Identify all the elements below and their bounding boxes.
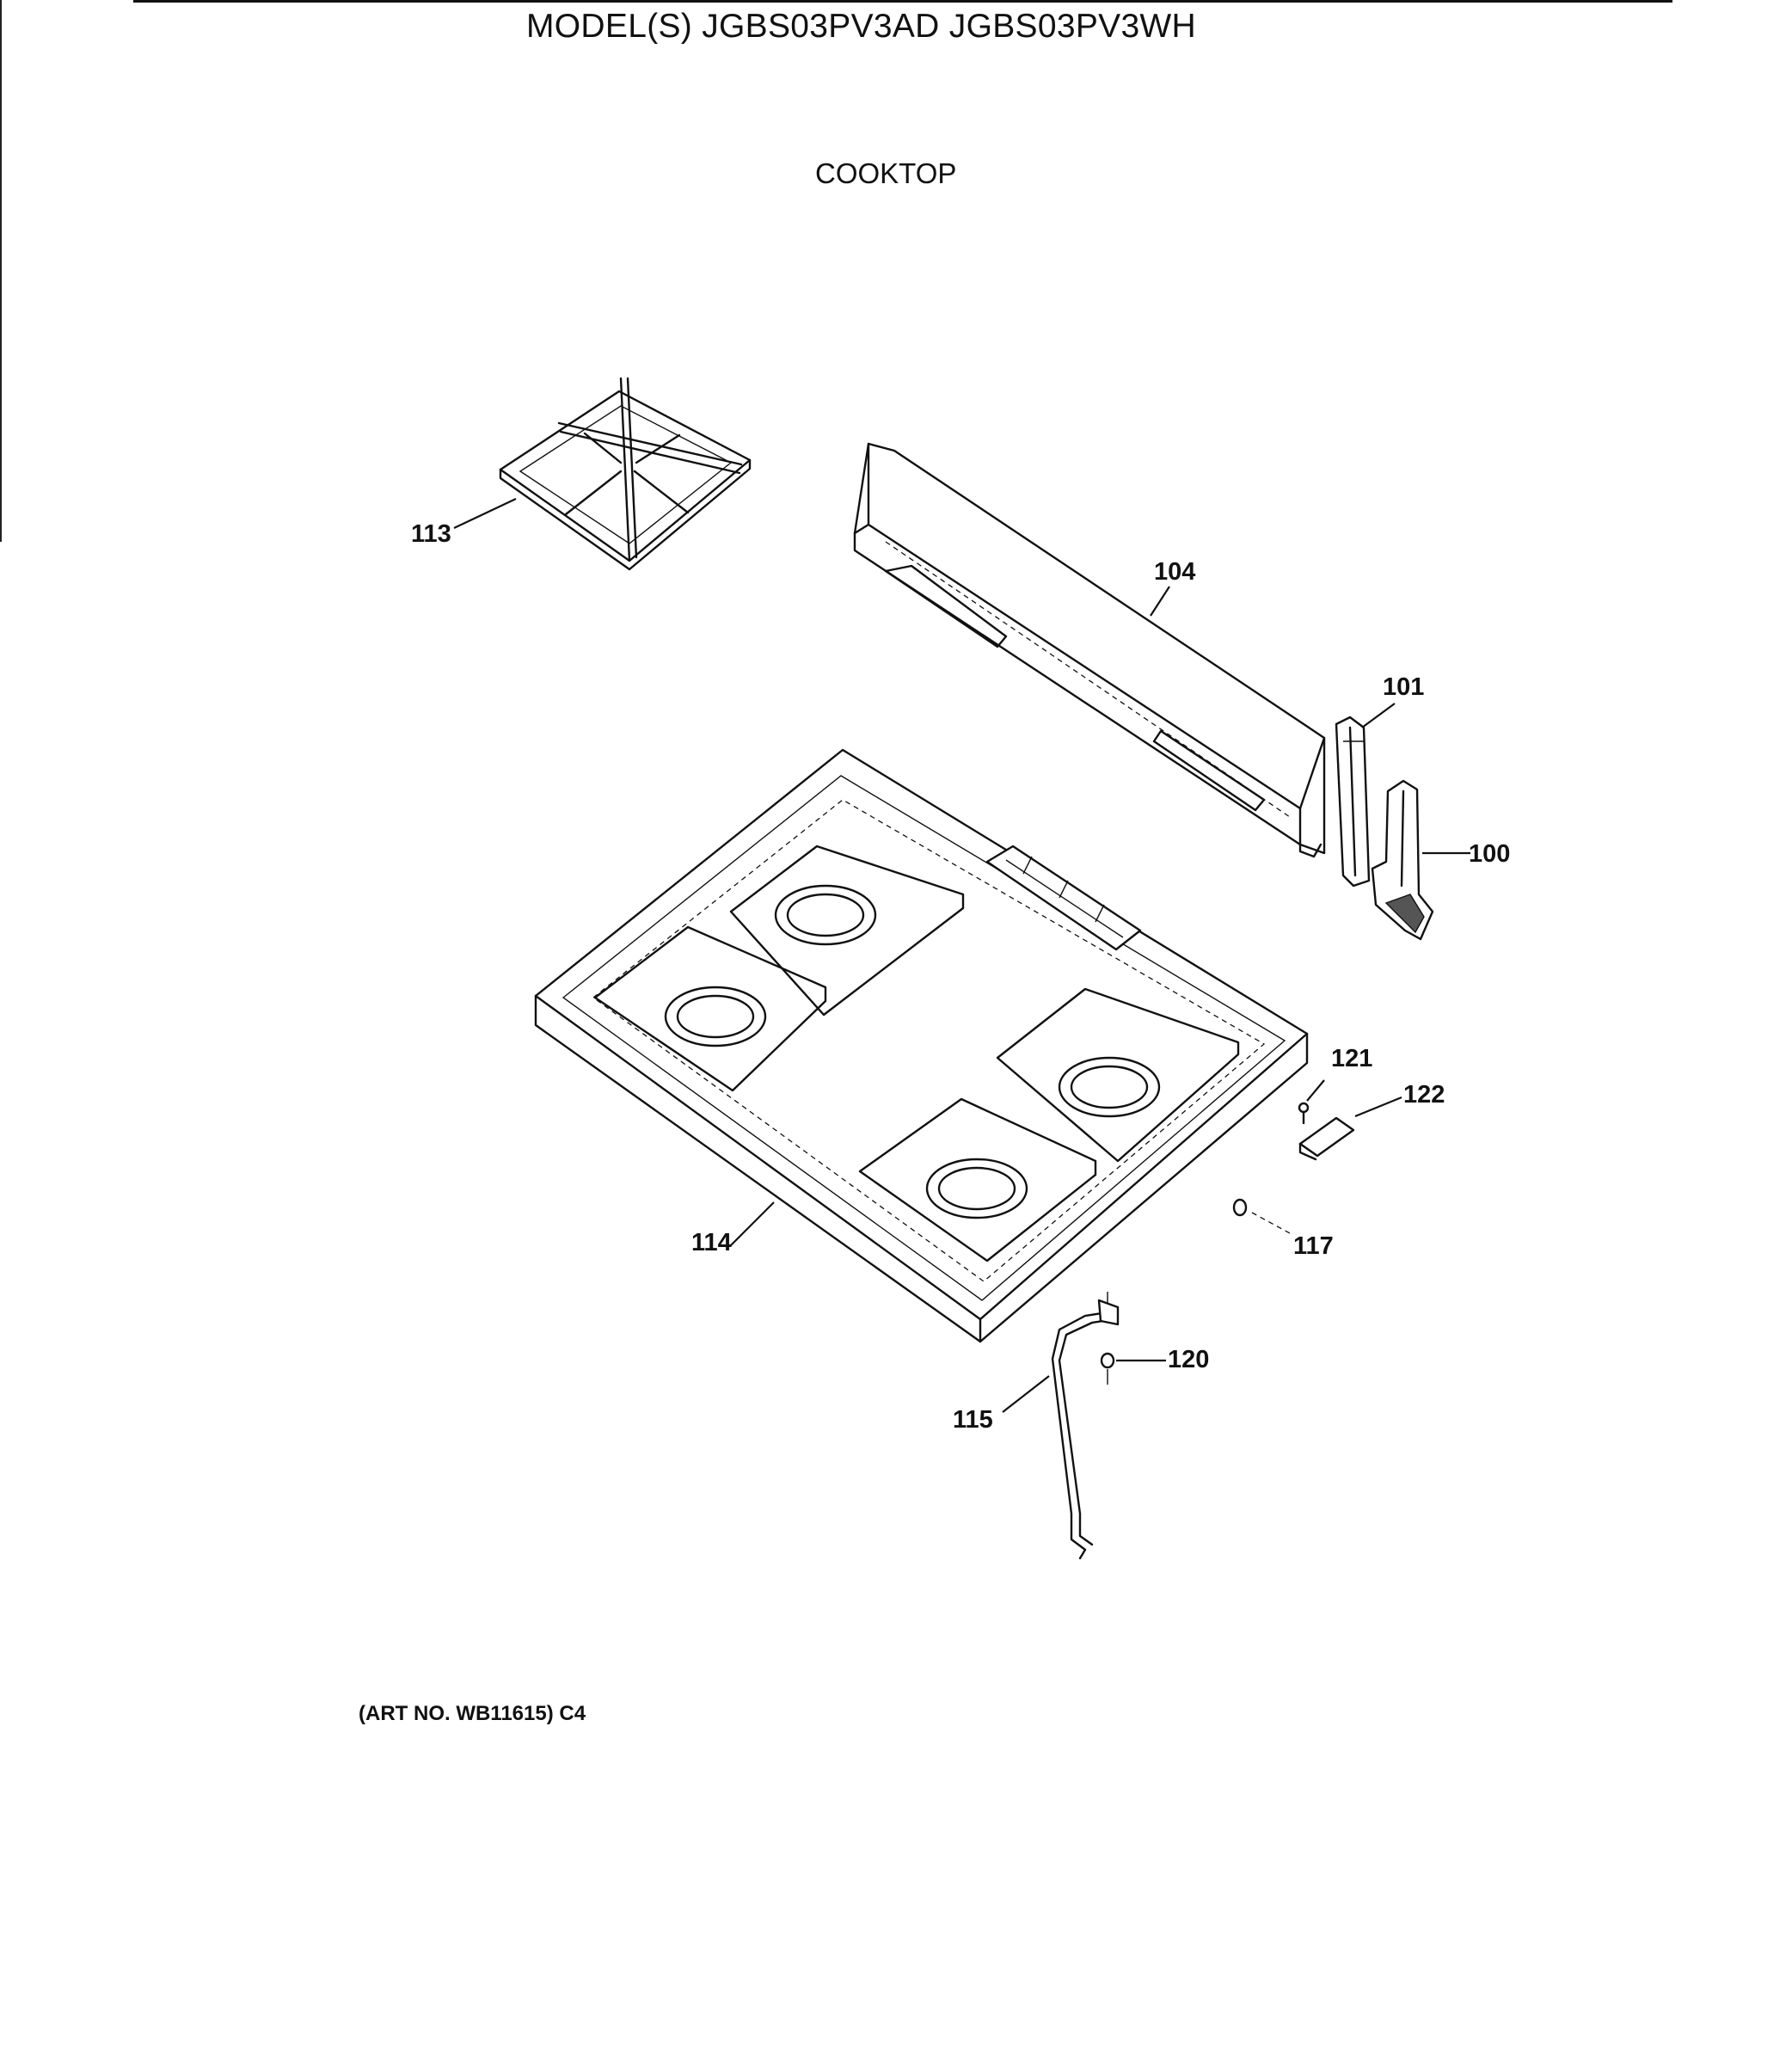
section-title: COOKTOP (815, 157, 957, 189)
end-bracket-101: 101 (1335, 673, 1424, 888)
callout-120: 120 (1168, 1346, 1209, 1373)
top-rule (133, 0, 1672, 3)
callout-121: 121 (1331, 1045, 1372, 1072)
clip-122: 122 (1298, 1081, 1445, 1161)
callout-101: 101 (1383, 673, 1424, 701)
rod-115: 115 (953, 1299, 1120, 1560)
callout-114: 114 (691, 1229, 732, 1256)
fastener-120: 120 (1100, 1292, 1209, 1385)
callout-122: 122 (1403, 1081, 1445, 1109)
screw-121: 121 (1298, 1045, 1372, 1125)
callout-113: 113 (411, 520, 451, 548)
end-cap-100: 100 (1371, 779, 1510, 941)
model-title: MODEL(S) JGBS03PV3AD JGBS03PV3WH (526, 8, 1197, 45)
grommet-117: 117 (1232, 1198, 1334, 1260)
backsplash-104: 104 (853, 442, 1326, 858)
callout-104: 104 (1154, 558, 1195, 586)
burner-grate-113: 113 (411, 377, 752, 571)
art-number: (ART NO. WB11615) C4 (359, 1702, 586, 1725)
callout-100: 100 (1469, 840, 1510, 868)
callout-115: 115 (953, 1406, 993, 1434)
callout-117: 117 (1293, 1232, 1334, 1260)
left-edge-rule (0, 0, 2, 542)
cooktop-114: 114 (534, 748, 1309, 1343)
